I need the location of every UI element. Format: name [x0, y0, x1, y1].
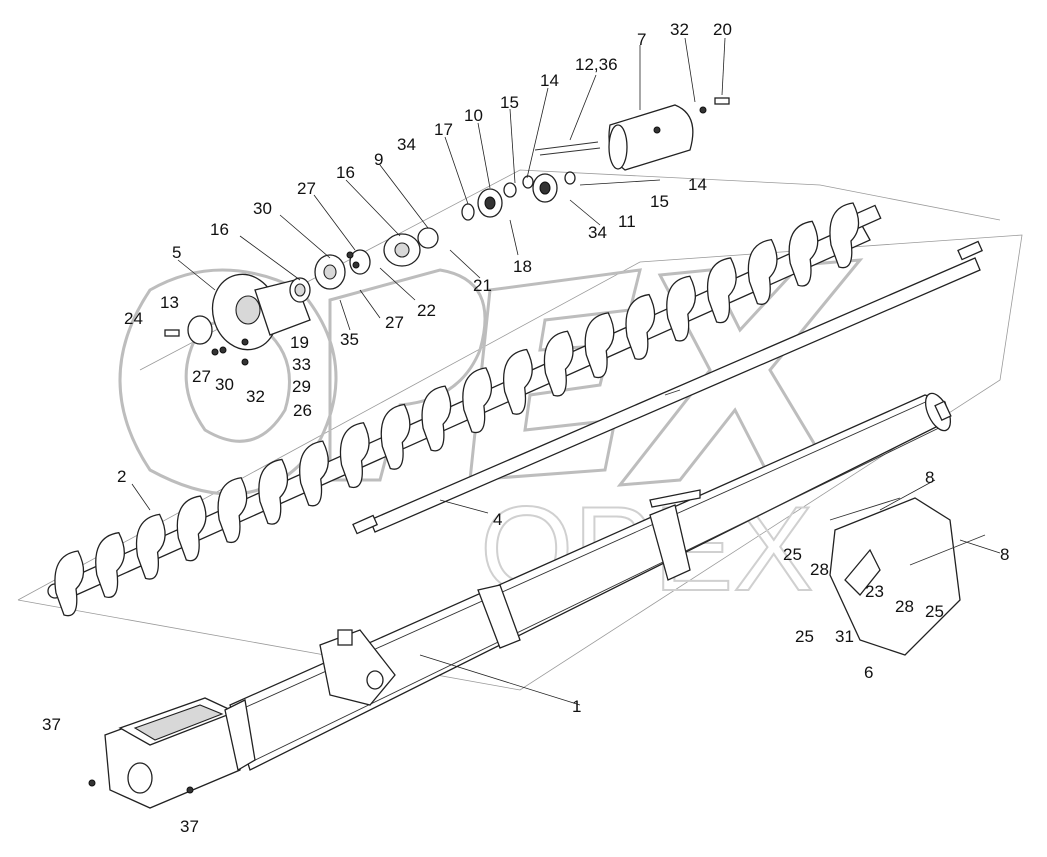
- callout-23: 23: [865, 582, 884, 601]
- callout-5: 5: [172, 243, 181, 262]
- callout-17: 17: [434, 120, 453, 139]
- callout-16-upper: 16: [336, 163, 355, 182]
- auger-flight: [747, 238, 778, 305]
- callout-15-upper: 15: [500, 93, 519, 112]
- callout-1: 1: [572, 697, 581, 716]
- callout-28-right: 28: [895, 597, 914, 616]
- callout-14-upper: 14: [540, 71, 559, 90]
- callout-27-middle: 27: [385, 313, 404, 332]
- callout-13: 13: [160, 293, 179, 312]
- callout-31: 31: [835, 627, 854, 646]
- callout-25-bottom: 25: [795, 627, 814, 646]
- callout-20: 20: [713, 20, 732, 39]
- callout-21: 21: [473, 276, 492, 295]
- callout-15-lower: 15: [650, 192, 669, 211]
- callout-27-upper: 27: [297, 179, 316, 198]
- callout-7: 7: [637, 30, 646, 49]
- drive-shaft: [352, 240, 983, 535]
- callout-32-upper: 32: [670, 20, 689, 39]
- callout-37-lower: 37: [180, 817, 199, 836]
- auger-screw: [47, 202, 882, 617]
- callout-4: 4: [493, 510, 502, 529]
- auger-flight: [788, 220, 819, 287]
- callout-labels: 1 2 4 5 6 7 8 8 9 10 11 12,36 13 14 14 1…: [42, 20, 1009, 836]
- auger-flight: [176, 495, 207, 562]
- callout-25-right: 25: [925, 602, 944, 621]
- auger-flight: [462, 367, 493, 434]
- auger-flight: [95, 531, 125, 599]
- callout-34-upper: 34: [397, 135, 416, 154]
- auger-flight: [829, 202, 860, 269]
- callout-11: 11: [618, 212, 636, 231]
- auger-flight: [258, 458, 289, 525]
- auger-flight: [707, 257, 737, 324]
- auger-flight: [584, 312, 615, 379]
- callout-34-lower: 34: [588, 223, 607, 242]
- callout-28-left: 28: [810, 560, 829, 579]
- callout-6: 6: [864, 663, 873, 682]
- callout-26: 26: [293, 401, 312, 420]
- callout-27-lower: 27: [192, 367, 211, 386]
- callout-33: 33: [292, 355, 311, 374]
- callout-2: 2: [117, 467, 126, 486]
- auger-flight: [625, 293, 656, 360]
- bearing-stack: [88, 97, 730, 794]
- auger-flight: [217, 477, 248, 544]
- callout-25-left: 25: [783, 545, 802, 564]
- auger-flight: [339, 422, 370, 489]
- callout-29: 29: [292, 377, 311, 396]
- callout-30-lower: 30: [215, 375, 234, 394]
- callout-18: 18: [513, 257, 532, 276]
- callout-32-lower: 32: [246, 387, 265, 406]
- housing-tube: [104, 392, 952, 809]
- auger-flight: [503, 348, 533, 415]
- auger-flight: [299, 440, 329, 507]
- auger-flight: [380, 403, 411, 470]
- callout-37-upper: 37: [42, 715, 61, 734]
- auger-flight: [135, 513, 166, 580]
- auger-flight: [54, 550, 85, 617]
- callout-12-36: 12,36: [575, 55, 618, 74]
- callout-9: 9: [374, 150, 383, 169]
- callout-24: 24: [124, 309, 143, 328]
- callout-30-upper: 30: [253, 199, 272, 218]
- callout-16-lower: 16: [210, 220, 229, 239]
- callout-14-lower: 14: [688, 175, 707, 194]
- callout-8-upper: 8: [925, 468, 934, 487]
- callout-19: 19: [290, 333, 309, 352]
- auger-flights: [54, 202, 860, 617]
- auger-flight: [666, 275, 696, 342]
- leader-lines: [131, 37, 1001, 706]
- callout-8-lower: 8: [1000, 545, 1009, 564]
- cover-plate: [829, 497, 986, 656]
- callout-22: 22: [417, 301, 436, 320]
- auger-flight: [543, 330, 574, 397]
- auger-flight: [421, 385, 452, 452]
- callout-35: 35: [340, 330, 359, 349]
- callout-10: 10: [464, 106, 483, 125]
